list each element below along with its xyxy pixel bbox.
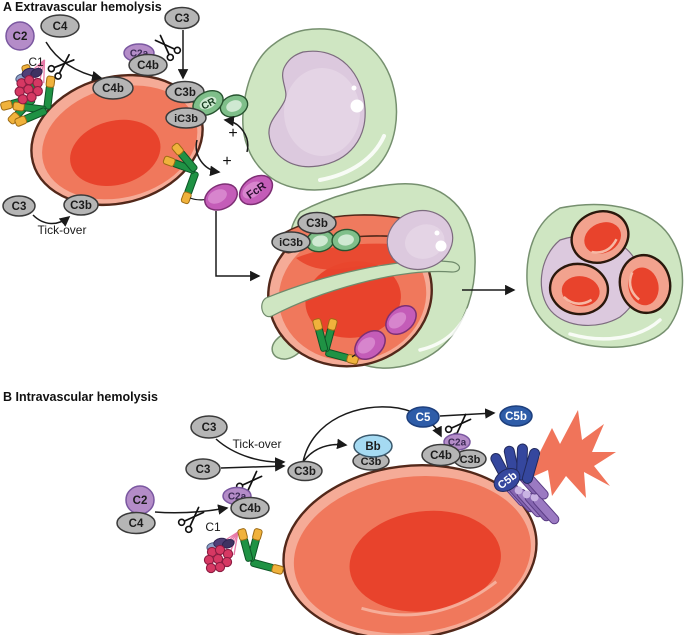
svg-text:C4: C4 — [53, 21, 68, 33]
token-c4b-cell-b: C4b — [421, 443, 461, 467]
token-ic3b: iC3b — [165, 107, 207, 129]
token-c3-tick: C3 — [190, 415, 228, 439]
token-c4b-free-b: C4b — [230, 496, 270, 520]
antibody — [237, 528, 284, 575]
token-c3b-cell: C3b — [165, 80, 205, 104]
red-blood-cell-b — [282, 464, 538, 635]
hemolysis-burst — [530, 410, 616, 498]
token-c4b-cell: C4b — [92, 76, 134, 100]
progression-arrow — [215, 211, 261, 282]
svg-text:C5b: C5b — [505, 411, 527, 423]
svg-text:C3b: C3b — [174, 87, 196, 99]
svg-text:C3: C3 — [196, 464, 211, 476]
svg-text:C4b: C4b — [137, 60, 159, 72]
svg-text:C3b: C3b — [306, 218, 328, 230]
c1-label: C1 — [28, 55, 44, 69]
c1-label-b: C1 — [205, 520, 221, 534]
token-c3b-free: C3b — [63, 194, 99, 216]
complement-receptor-cr: CR — [192, 90, 224, 116]
token-c3b-cell-b: C3b — [287, 460, 323, 482]
token-bb: Bb — [353, 434, 393, 458]
token-c4b: C4b — [128, 53, 168, 77]
c3b-to-bb-arrow — [302, 438, 348, 463]
token-c5: C5 — [406, 406, 440, 428]
panel-a-title: A Extravascular hemolysis — [3, 0, 162, 14]
membrane-attack-complex: C5b — [490, 410, 616, 525]
fcr-oval — [199, 178, 243, 216]
token-ic3b-mac: iC3b — [271, 231, 311, 253]
cleavage-arrow — [45, 41, 103, 82]
amplification-loop: + + — [195, 115, 249, 177]
token-c3: C3 — [164, 6, 200, 30]
c5-cleavage-arrow — [439, 408, 496, 419]
svg-text:iC3b: iC3b — [174, 113, 198, 125]
svg-text:C5: C5 — [416, 412, 431, 424]
svg-text:C2a: C2a — [228, 492, 247, 503]
token-c3-free: C3 — [2, 195, 36, 217]
svg-text:C3b: C3b — [460, 454, 481, 466]
token-c5b-free: C5b — [499, 405, 533, 427]
svg-text:C4b: C4b — [239, 503, 261, 515]
c5b-fingers: C5b — [490, 443, 541, 492]
svg-text:C3: C3 — [202, 422, 217, 434]
c3-cleavage-arrow-b — [220, 461, 286, 472]
token-c4-b: C4 — [116, 511, 156, 535]
svg-text:C4: C4 — [129, 518, 144, 530]
tick-over-arrow — [32, 214, 71, 227]
svg-text:Bb: Bb — [365, 441, 380, 453]
c1-complex — [203, 531, 239, 574]
macrophage-with-ingested-rbcs — [526, 200, 684, 348]
plus-sign: + — [228, 125, 237, 142]
token-c2: C2 — [5, 21, 35, 51]
token-c2-b: C2 — [125, 485, 155, 515]
panel-b-title: B Intravascular hemolysis — [3, 390, 158, 404]
svg-text:C3b: C3b — [361, 456, 382, 468]
svg-text:C2: C2 — [13, 31, 28, 43]
svg-text:C3: C3 — [175, 13, 190, 25]
svg-text:C2: C2 — [133, 495, 148, 507]
token-c4: C4 — [40, 14, 80, 38]
svg-text:C3: C3 — [12, 201, 27, 213]
svg-text:C3b: C3b — [294, 466, 316, 478]
c4-cleavage-arrow-b — [154, 504, 229, 515]
fcr-receptor: FcR — [238, 174, 274, 206]
svg-text:C4b: C4b — [430, 450, 452, 462]
token-c3-b: C3 — [185, 458, 221, 480]
token-c3b-mac: C3b — [297, 211, 337, 235]
svg-text:C2a: C2a — [448, 438, 467, 449]
svg-text:iC3b: iC3b — [279, 237, 303, 249]
scissors-icon — [176, 503, 208, 535]
svg-text:C2a: C2a — [130, 49, 149, 60]
svg-text:C3b: C3b — [70, 200, 92, 212]
tick-over-label-b: Tick-over — [233, 437, 282, 451]
plus-sign: + — [222, 153, 231, 170]
macrophage — [242, 28, 398, 191]
svg-text:C4b: C4b — [102, 83, 124, 95]
tick-over-label: Tick-over — [38, 223, 87, 237]
